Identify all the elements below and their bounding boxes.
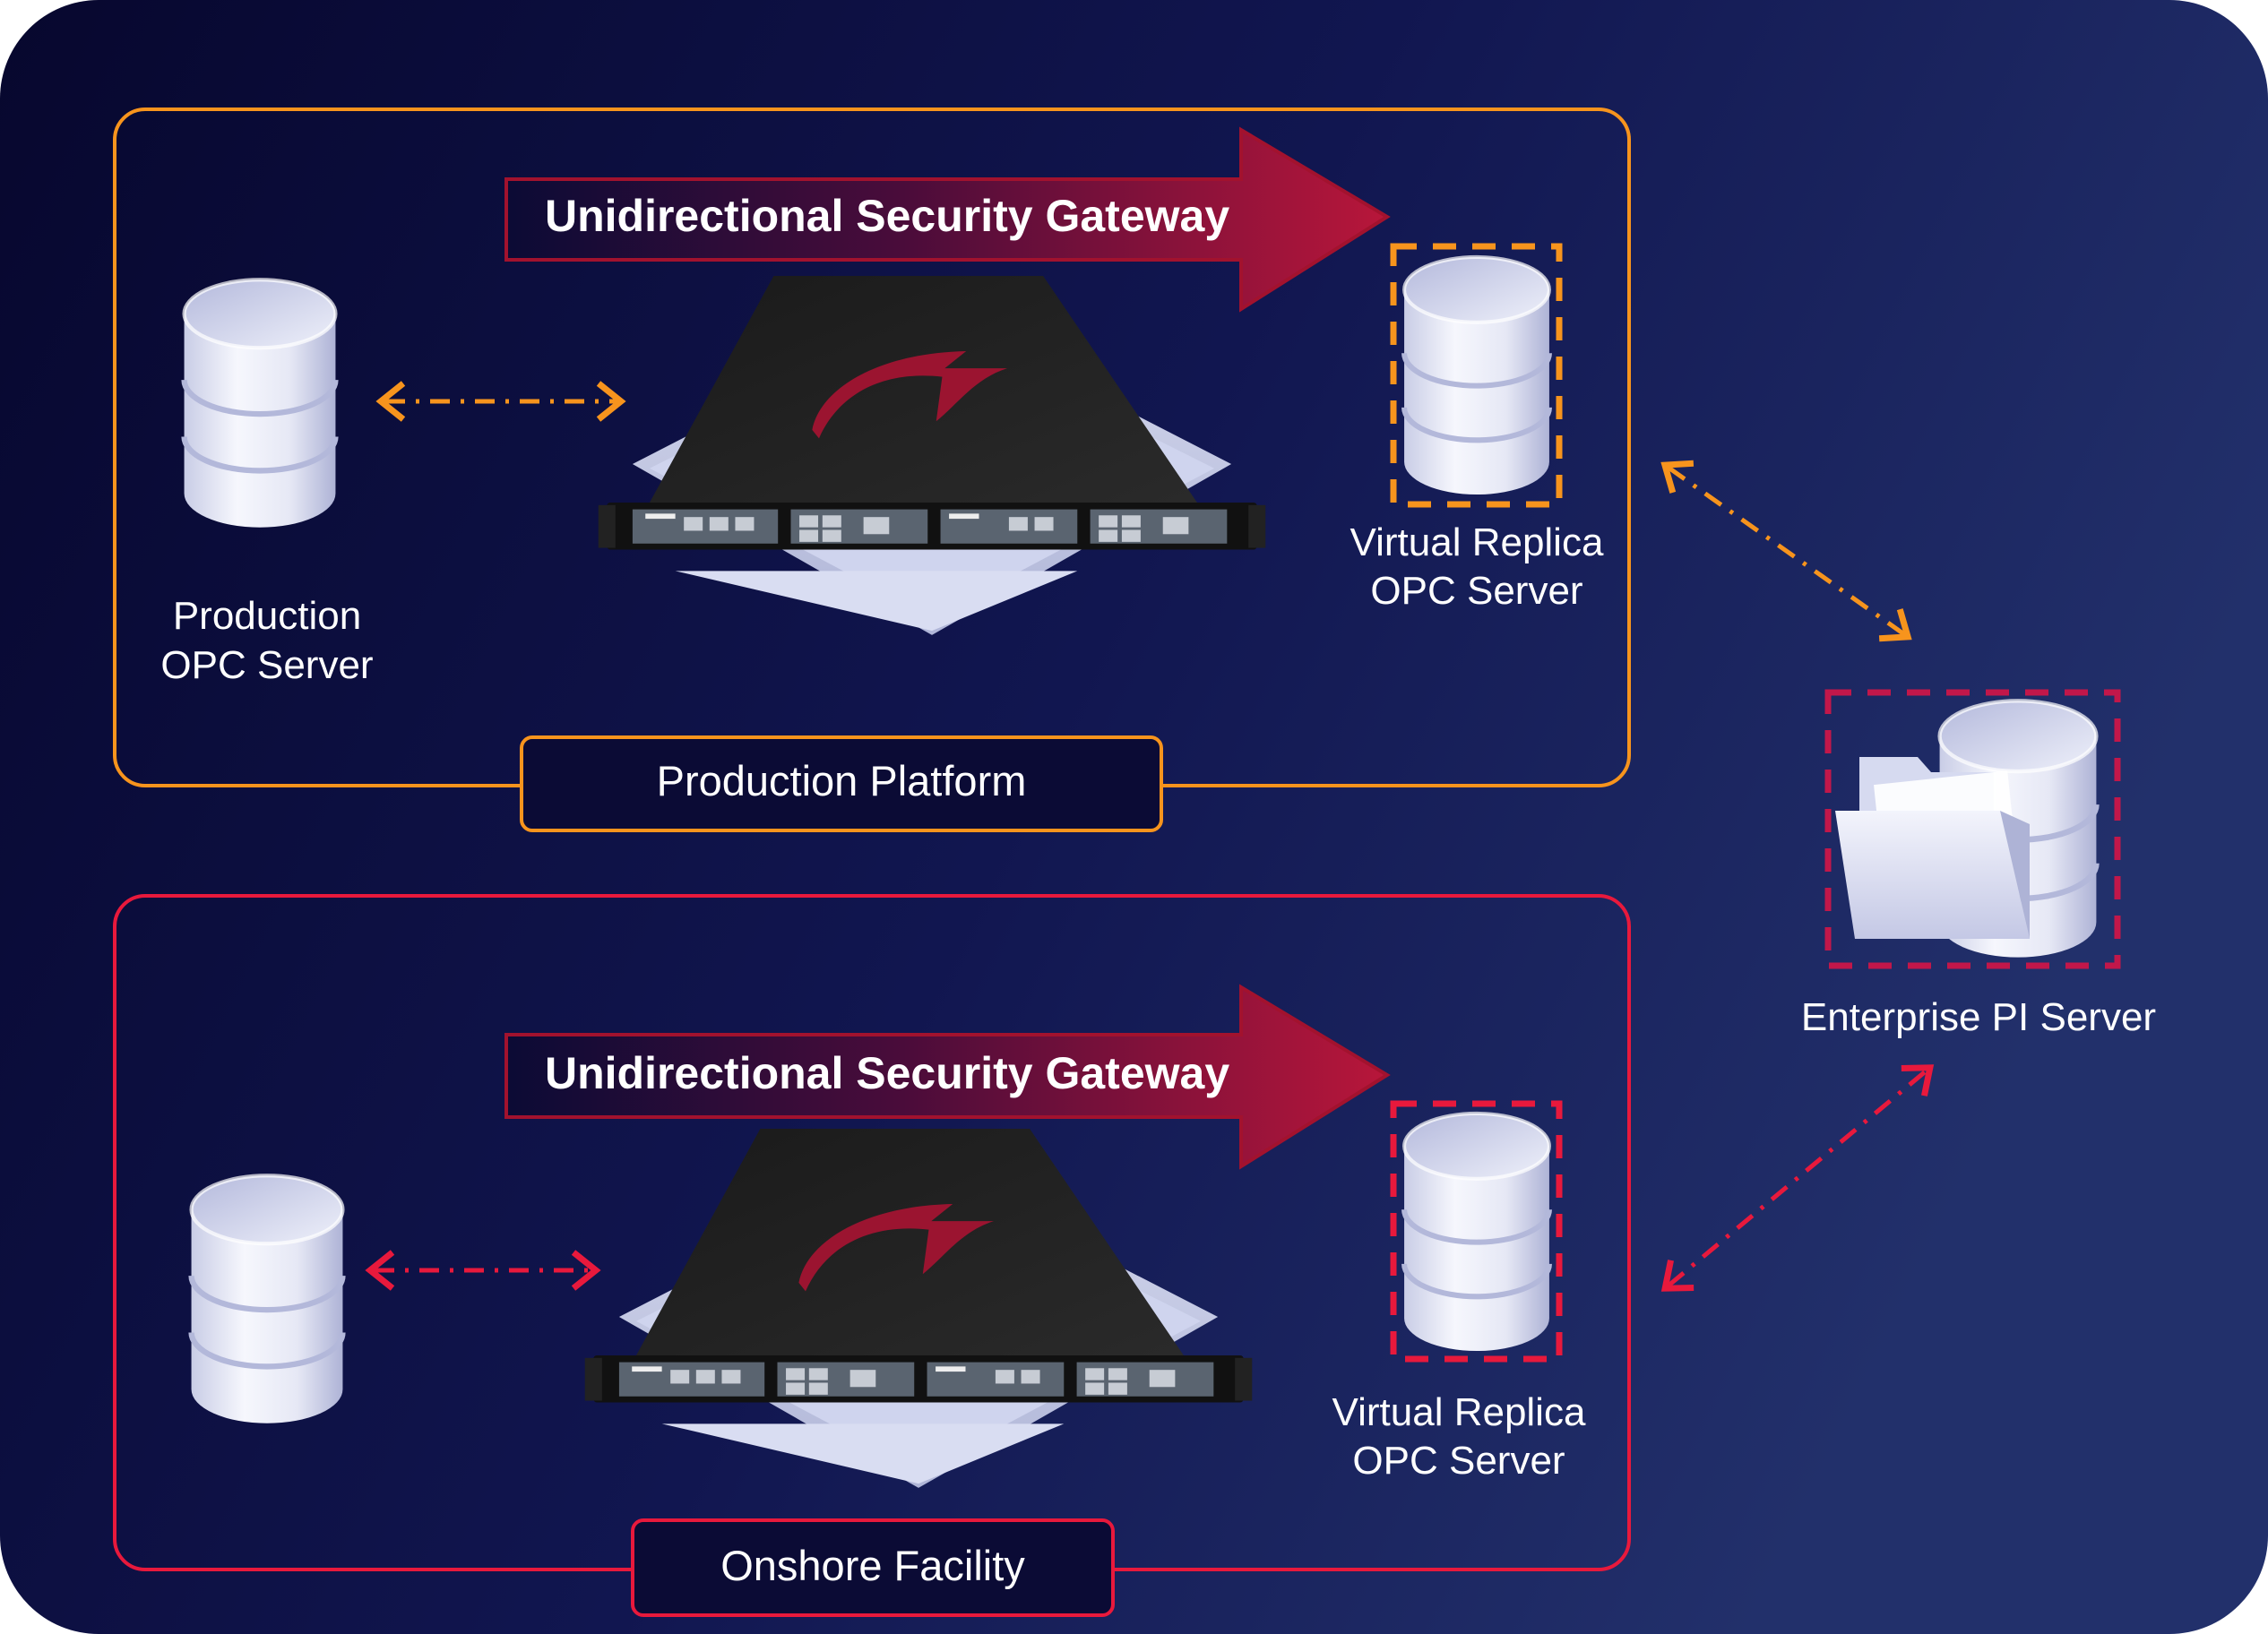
enterprise-pi-server-icon [1835,701,2096,957]
production-platform-label-box [520,735,1163,832]
production-opc-server-label-line1: Production [173,594,361,638]
production-platform-label: Production Platform [657,757,1027,804]
onshore-gateway-arrow [504,984,1391,1170]
enterprise-server-highlight [1824,689,2121,969]
onshore-replica-label-line2: OPC Server [1352,1439,1565,1483]
production-gateway-label: Unidirectional Security Gateway [545,191,1229,241]
production-virtual-replica-database-icon [1404,257,1549,494]
onshore-replica-highlight [1390,1100,1563,1363]
onshore-virtual-replica-database-icon [1404,1114,1549,1351]
production-gateway-arrow [504,126,1391,313]
production-replica-label-line2: OPC Server [1370,569,1582,613]
enterprise-onshore-link-arrow [1660,1064,1935,1292]
production-opc-server-label-line2: OPC Server [160,643,373,687]
onshore-replica-label-line1: Virtual Replica [1332,1390,1586,1434]
production-opc-server-database-icon [185,280,336,528]
enterprise-pi-server-label: Enterprise PI Server [1801,995,2156,1039]
folder-icon [1835,757,2030,939]
onshore-gateway-label: Unidirectional Security Gateway [545,1048,1229,1098]
onshore-source-database-icon [192,1175,343,1423]
production-replica-highlight [1390,243,1563,508]
onshore-facility-label: Onshore Facility [720,1542,1025,1589]
production-replica-label-line1: Virtual Replica [1350,520,1604,564]
onshore-facility-label-box [631,1518,1115,1617]
enterprise-production-link-arrow [1660,460,1912,642]
